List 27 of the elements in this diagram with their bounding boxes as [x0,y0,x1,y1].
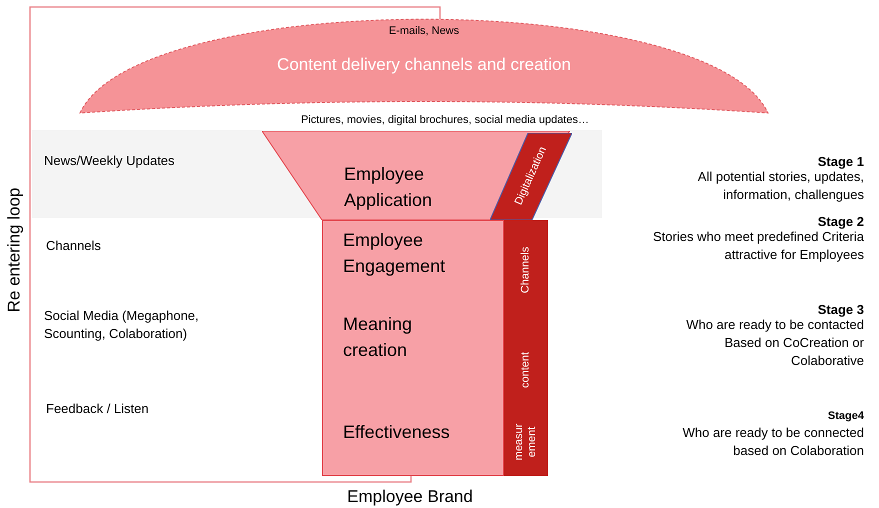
vertical-label: content [520,350,532,390]
vertical-label: measur ement [513,422,539,462]
vertical-label: Channels [520,246,532,296]
channel-label: Feedback / Listen [46,400,150,418]
stage-heading: Stage4 [826,409,864,424]
note-text: Pictures, movies, digital brochures, social media updates… [300,113,590,128]
bottom-label: Employee Brand [346,486,474,508]
stage-heading: Stage 1 [816,153,864,171]
channel-label: News/Weekly Updates [44,152,176,170]
side-bar [504,220,548,476]
stage-title: Employee Application [344,163,434,212]
side-label: Re entering loop [3,188,24,312]
stage-description: Stories who meet predefined Criteria attractive for Employees [652,229,864,264]
stage-description: Who are ready to be contacted Based on CoCreation or Colaborative [685,317,864,370]
channel-label: Social Media (Megaphone, Scounting, Colaboration) [44,307,200,343]
loop-line [29,6,441,483]
stage-description: Who are ready to be connected based on Colaboration [682,424,864,460]
funnel-body [322,220,504,476]
stage-description: All potential stories, updates, information, challengues [696,169,864,204]
stage-title: Effectiveness [343,421,451,444]
band-title: Content delivery channels and creation [276,54,572,76]
channel-label: Channels [46,237,102,255]
stage-title: Employee Engagement [343,229,446,278]
stage-title: Meaning creation [343,313,414,362]
stage-heading: Stage 3 [816,301,864,319]
stage-heading: Stage 2 [816,213,864,231]
channel-list: E-mails, News [78,23,770,40]
